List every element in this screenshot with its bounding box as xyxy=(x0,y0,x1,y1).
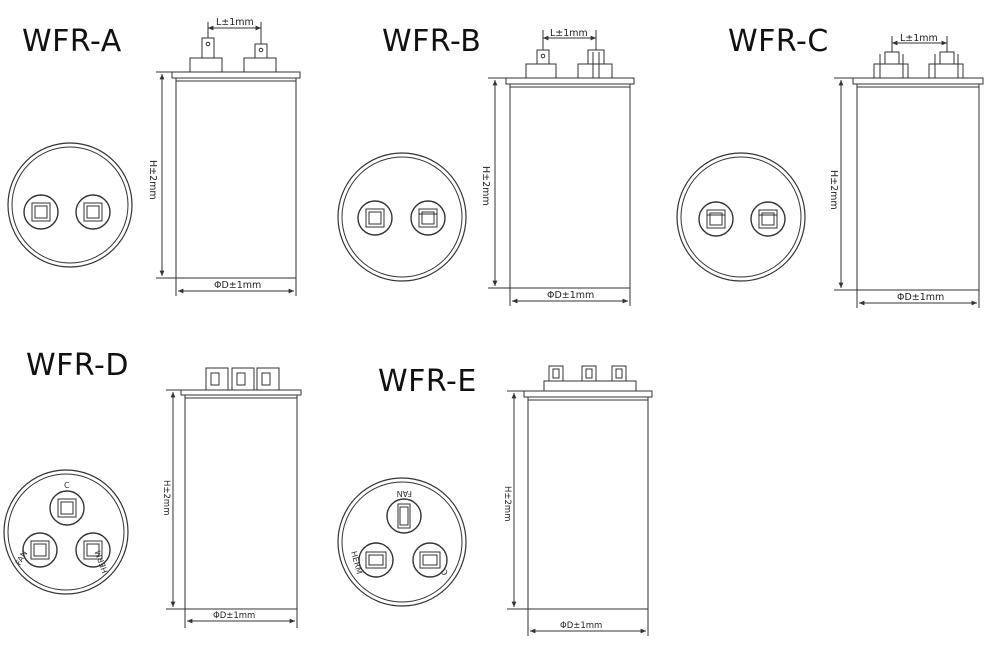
wfr-d-side-view xyxy=(166,367,302,628)
terminal-icon xyxy=(49,490,85,526)
wfr-c-side-view xyxy=(834,36,984,308)
wfr-e-dim-h: H±2mm xyxy=(502,486,512,521)
terminal-icon xyxy=(698,201,734,237)
terminal-icon xyxy=(410,200,446,236)
wfr-e-dim-d: ΦD±1mm xyxy=(560,621,602,631)
wfr-e-label-herm: HERM xyxy=(349,550,364,575)
wfr-b-dim-d: ΦD±1mm xyxy=(547,290,594,301)
wfr-a-dim-h: H±2mm xyxy=(147,160,158,200)
wfr-a-top-view xyxy=(7,142,133,268)
wfr-a-side-view xyxy=(156,22,301,296)
terminal-icon xyxy=(22,532,58,568)
wfr-c-dim-h: H±2mm xyxy=(828,170,839,210)
wfr-a-drawing xyxy=(7,22,301,296)
wfr-e-side-view xyxy=(507,365,653,636)
wfr-e-top-view xyxy=(337,477,467,607)
wfr-d-dim-d: ΦD±1mm xyxy=(213,611,255,621)
wfr-d-label-c: C xyxy=(64,481,70,490)
wfr-a-dim-l: L±1mm xyxy=(216,17,254,28)
wfr-e-drawing xyxy=(337,365,653,636)
wfr-c-dim-l: L±1mm xyxy=(900,33,938,44)
wfr-d-label-herm: HERM xyxy=(93,549,110,574)
wfr-b-side-view xyxy=(488,30,635,306)
model-title-wfr-b: WFR-B xyxy=(382,24,482,59)
wfr-c-drawing xyxy=(676,36,984,308)
wfr-b-dim-h: H±2mm xyxy=(480,166,491,206)
wfr-d-drawing xyxy=(3,367,302,628)
wfr-b-top-view xyxy=(337,152,467,282)
model-title-wfr-e: WFR-E xyxy=(378,364,477,399)
wfr-d-top-view xyxy=(3,469,129,595)
terminal-icon xyxy=(386,498,422,534)
wfr-e-label-fan: FAN xyxy=(397,489,412,498)
terminal-icon xyxy=(23,194,59,230)
terminal-icon xyxy=(750,201,786,237)
wfr-e-label-c: C xyxy=(439,568,450,577)
terminal-icon xyxy=(357,200,393,236)
terminal-icon xyxy=(358,542,394,578)
model-title-wfr-c: WFR-C xyxy=(728,24,829,59)
wfr-c-top-view xyxy=(676,152,806,282)
wfr-d-label-fan: FAN xyxy=(14,549,29,567)
terminal-icon xyxy=(75,532,111,568)
wfr-c-dim-d: ΦD±1mm xyxy=(897,292,944,303)
model-title-wfr-a: WFR-A xyxy=(22,24,122,59)
terminal-icon xyxy=(75,194,111,230)
model-title-wfr-d: WFR-D xyxy=(26,348,129,383)
wfr-b-drawing xyxy=(337,30,635,306)
wfr-b-dim-l: L±1mm xyxy=(550,28,588,39)
wfr-a-dim-d: ΦD±1mm xyxy=(214,280,261,291)
terminal-icon xyxy=(412,542,448,578)
wfr-d-dim-h: H±2mm xyxy=(161,480,171,515)
